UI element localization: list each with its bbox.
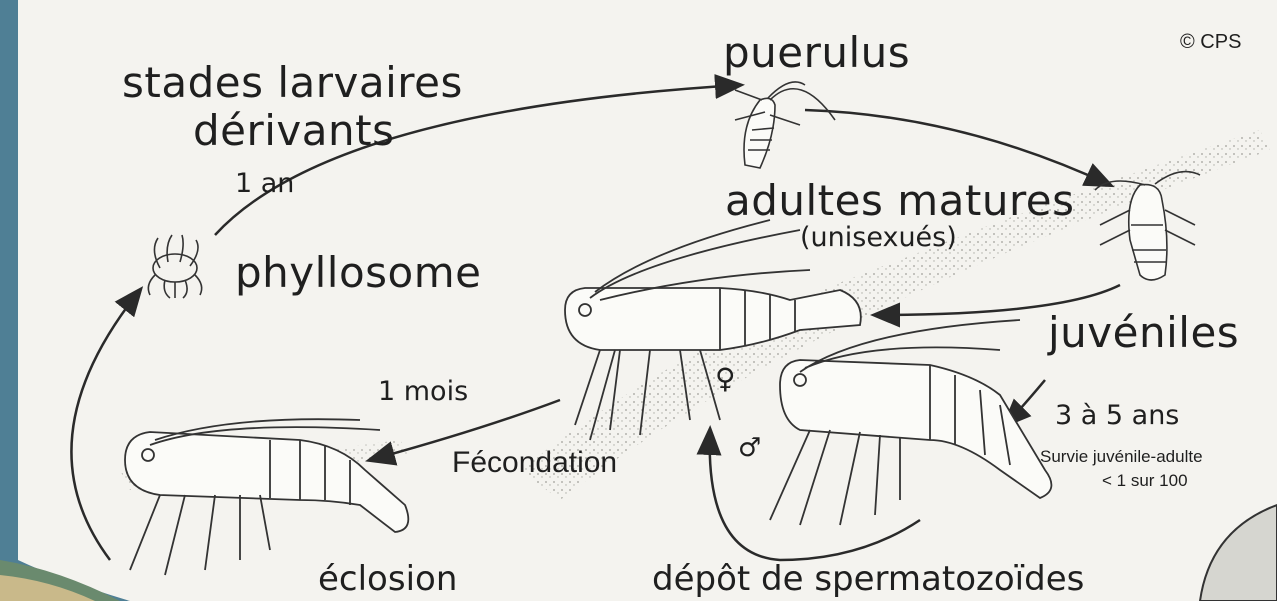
- copyright-label: © CPS: [1180, 32, 1241, 52]
- sperm-deposit-label: dépôt de spermatozoïdes: [652, 562, 1084, 596]
- juvenile-duration-label: 3 à 5 ans: [1055, 402, 1179, 429]
- puerulus-label: puerulus: [723, 32, 910, 74]
- phyllosome-label: phyllosome: [235, 252, 482, 294]
- larval-stages-title-line1: stades larvaires: [122, 62, 463, 104]
- larval-duration-label: 1 an: [235, 170, 294, 197]
- adults-label-line2: (unisexués): [800, 224, 957, 251]
- larval-stages-title-line2: dérivants: [193, 110, 395, 152]
- female-symbol: ♀: [715, 365, 736, 393]
- survival-label-line1: Survie juvénile-adulte: [1040, 448, 1203, 465]
- hatching-label: éclosion: [318, 562, 457, 596]
- adults-label-line1: adultes matures: [725, 180, 1075, 222]
- hatch-duration-label: 1 mois: [378, 378, 468, 405]
- fertilization-label: Fécondation: [452, 448, 617, 478]
- survival-label-line2: < 1 sur 100: [1102, 472, 1188, 489]
- male-symbol: ♂: [738, 435, 761, 461]
- juveniles-label: juvéniles: [1048, 312, 1239, 354]
